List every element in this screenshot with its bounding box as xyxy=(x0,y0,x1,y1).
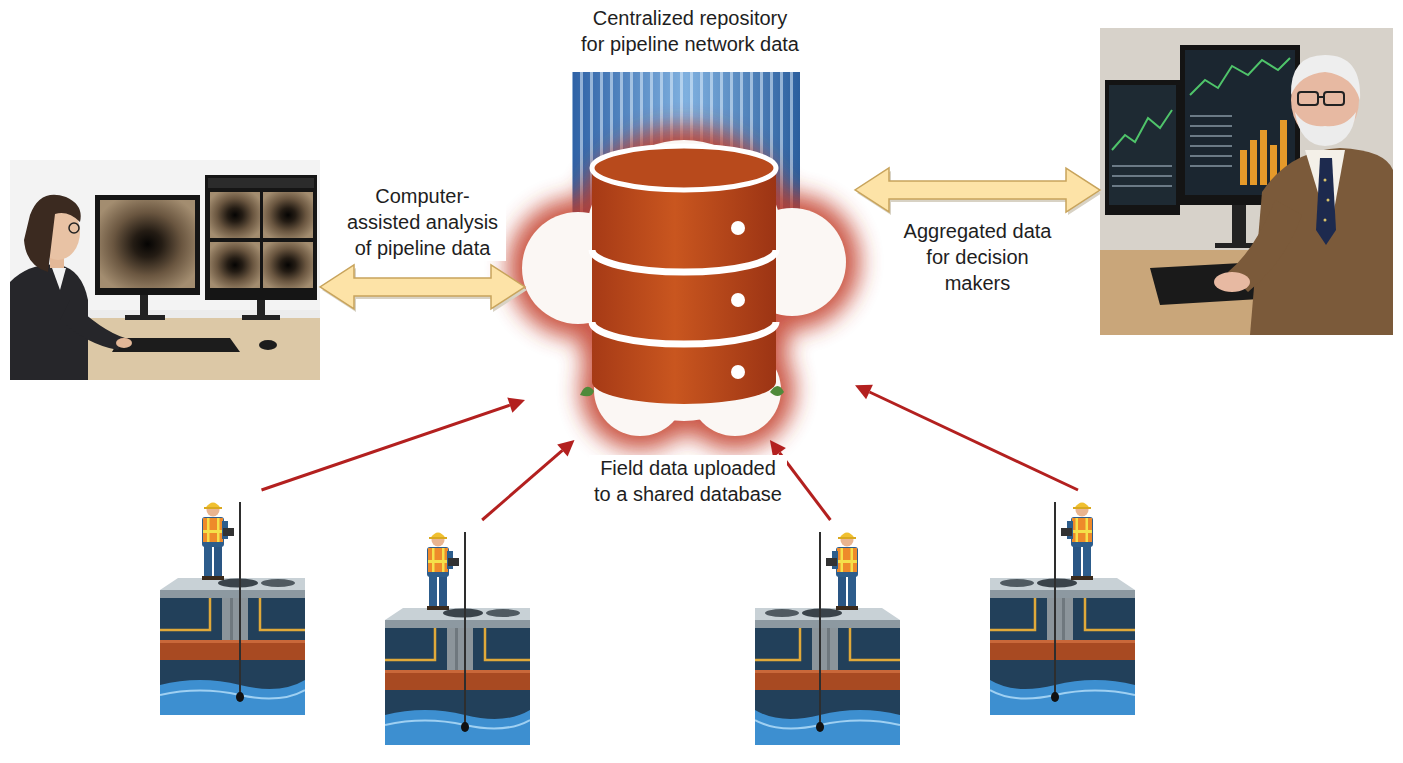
field-worker-node xyxy=(990,490,1135,715)
decision-maker-workstation-part xyxy=(1232,205,1246,245)
upload-arrow xyxy=(482,440,574,520)
database-cloud-part xyxy=(592,168,776,404)
field-worker xyxy=(160,502,305,715)
database-cloud-part xyxy=(731,221,745,235)
field-worker-part xyxy=(385,532,530,745)
upload-arrow xyxy=(855,385,1078,490)
decision-maker-workstation-part xyxy=(1105,80,1180,215)
decision-maker-workstation-part xyxy=(1190,125,1232,127)
arrow-line xyxy=(780,453,831,520)
field-worker xyxy=(990,502,1135,715)
decision-maker-workstation-part xyxy=(1318,96,1324,98)
analyst-workstation-part xyxy=(208,178,314,188)
analyst-workstation-part xyxy=(242,315,280,320)
decision-maker-workstation-part xyxy=(1190,135,1232,137)
analyst-workstation-part xyxy=(210,192,260,238)
arrow-line xyxy=(482,450,562,520)
field-worker-part xyxy=(755,532,900,745)
database-cloud-part xyxy=(731,365,745,379)
analyst-workstation-part xyxy=(60,300,125,350)
decision-maker-workstation xyxy=(1100,28,1393,335)
data-flow-arrow xyxy=(320,265,527,312)
analyst-workstation-part xyxy=(263,242,313,288)
edge-label: Aggregated data for decision makers xyxy=(897,218,1058,296)
data-flow-arrow xyxy=(855,168,1102,215)
field-worker-node xyxy=(160,490,305,715)
analyst-node xyxy=(10,160,320,380)
field-worker-part xyxy=(160,502,305,715)
decision-maker-workstation-part xyxy=(1112,110,1172,150)
analyst-workstation-part xyxy=(125,315,165,320)
decision-maker-workstation-part xyxy=(1250,140,1257,185)
decision-maker-workstation-part xyxy=(1298,92,1318,105)
decision-maker-workstation-part xyxy=(1190,155,1232,157)
decision-maker-workstation-part xyxy=(1190,145,1232,147)
analyst-workstation-part xyxy=(205,175,317,300)
analyst-workstation-part xyxy=(100,200,195,288)
analyst-workstation-part xyxy=(24,195,81,272)
analyst-workstation-part xyxy=(95,195,200,295)
arrow-head xyxy=(855,385,873,399)
database-cloud xyxy=(508,72,860,450)
arrow-body xyxy=(320,265,525,309)
analyst-workstation-part xyxy=(263,192,313,238)
analyst-workstation-part xyxy=(140,295,148,317)
analyst-workstation-part xyxy=(10,160,320,380)
analyst-workstation-part xyxy=(52,268,66,290)
database-cloud-part xyxy=(592,322,776,344)
arrow-body xyxy=(855,168,1100,212)
arrow-head xyxy=(557,440,574,457)
decision-maker-workstation-part xyxy=(1295,112,1356,146)
analyst-workstation-part xyxy=(69,223,79,233)
decision-maker-workstation-part xyxy=(1260,130,1267,185)
decision-maker-workstation-part xyxy=(1112,175,1172,177)
decision-maker-workstation-part xyxy=(1324,179,1327,182)
edge-label: Computer-assisted analysis of pipeline d… xyxy=(340,183,506,261)
decision-maker-workstation-part xyxy=(1240,150,1247,185)
decision-maker-workstation-part xyxy=(1100,28,1393,335)
analyst-workstation-part xyxy=(259,340,277,350)
decision-maker-workstation-part xyxy=(1324,219,1327,222)
decision-maker-workstation-part xyxy=(1109,85,1176,205)
flow-label: Field data uploaded to a shared database xyxy=(589,455,787,507)
analyst-workstation-part xyxy=(116,338,132,348)
database-cloud-part xyxy=(731,293,745,307)
decision-maker-workstation-part xyxy=(1190,115,1232,117)
database-cloud-part xyxy=(592,146,776,190)
field-worker-node xyxy=(385,520,530,745)
database-cloud-part xyxy=(522,140,846,436)
decision-maker-workstation-part xyxy=(1324,92,1344,105)
decision-maker-workstation-part xyxy=(1190,165,1232,167)
database-node: Centralized repository for pipeline netw… xyxy=(525,5,855,440)
analyst-workstation-part xyxy=(210,242,260,288)
decision-maker-workstation-part xyxy=(1327,199,1330,202)
node-heading: Centralized repository for pipeline netw… xyxy=(580,5,800,57)
arrow-line xyxy=(262,405,510,490)
decision-maker-workstation-part xyxy=(1112,185,1172,187)
database-cloud-part xyxy=(770,386,784,396)
database-cloud-part xyxy=(580,387,594,397)
field-worker xyxy=(755,532,900,745)
analyst-workstation xyxy=(10,160,320,380)
database-cloud-part xyxy=(592,250,776,272)
arrow-head xyxy=(507,398,525,413)
analyst-workstation-part xyxy=(112,338,240,352)
upload-arrow xyxy=(262,398,526,490)
decision-maker-node xyxy=(1100,28,1393,335)
database-cloud-part xyxy=(508,126,860,450)
arrow-line xyxy=(869,392,1078,490)
field-worker-node xyxy=(755,520,900,745)
field-worker xyxy=(385,532,530,745)
decision-maker-workstation-part xyxy=(1214,272,1250,292)
decision-maker-workstation-part xyxy=(1190,58,1290,95)
decision-maker-workstation-part xyxy=(1316,158,1336,245)
decision-maker-workstation-part xyxy=(1112,165,1172,167)
field-worker-part xyxy=(990,502,1135,715)
